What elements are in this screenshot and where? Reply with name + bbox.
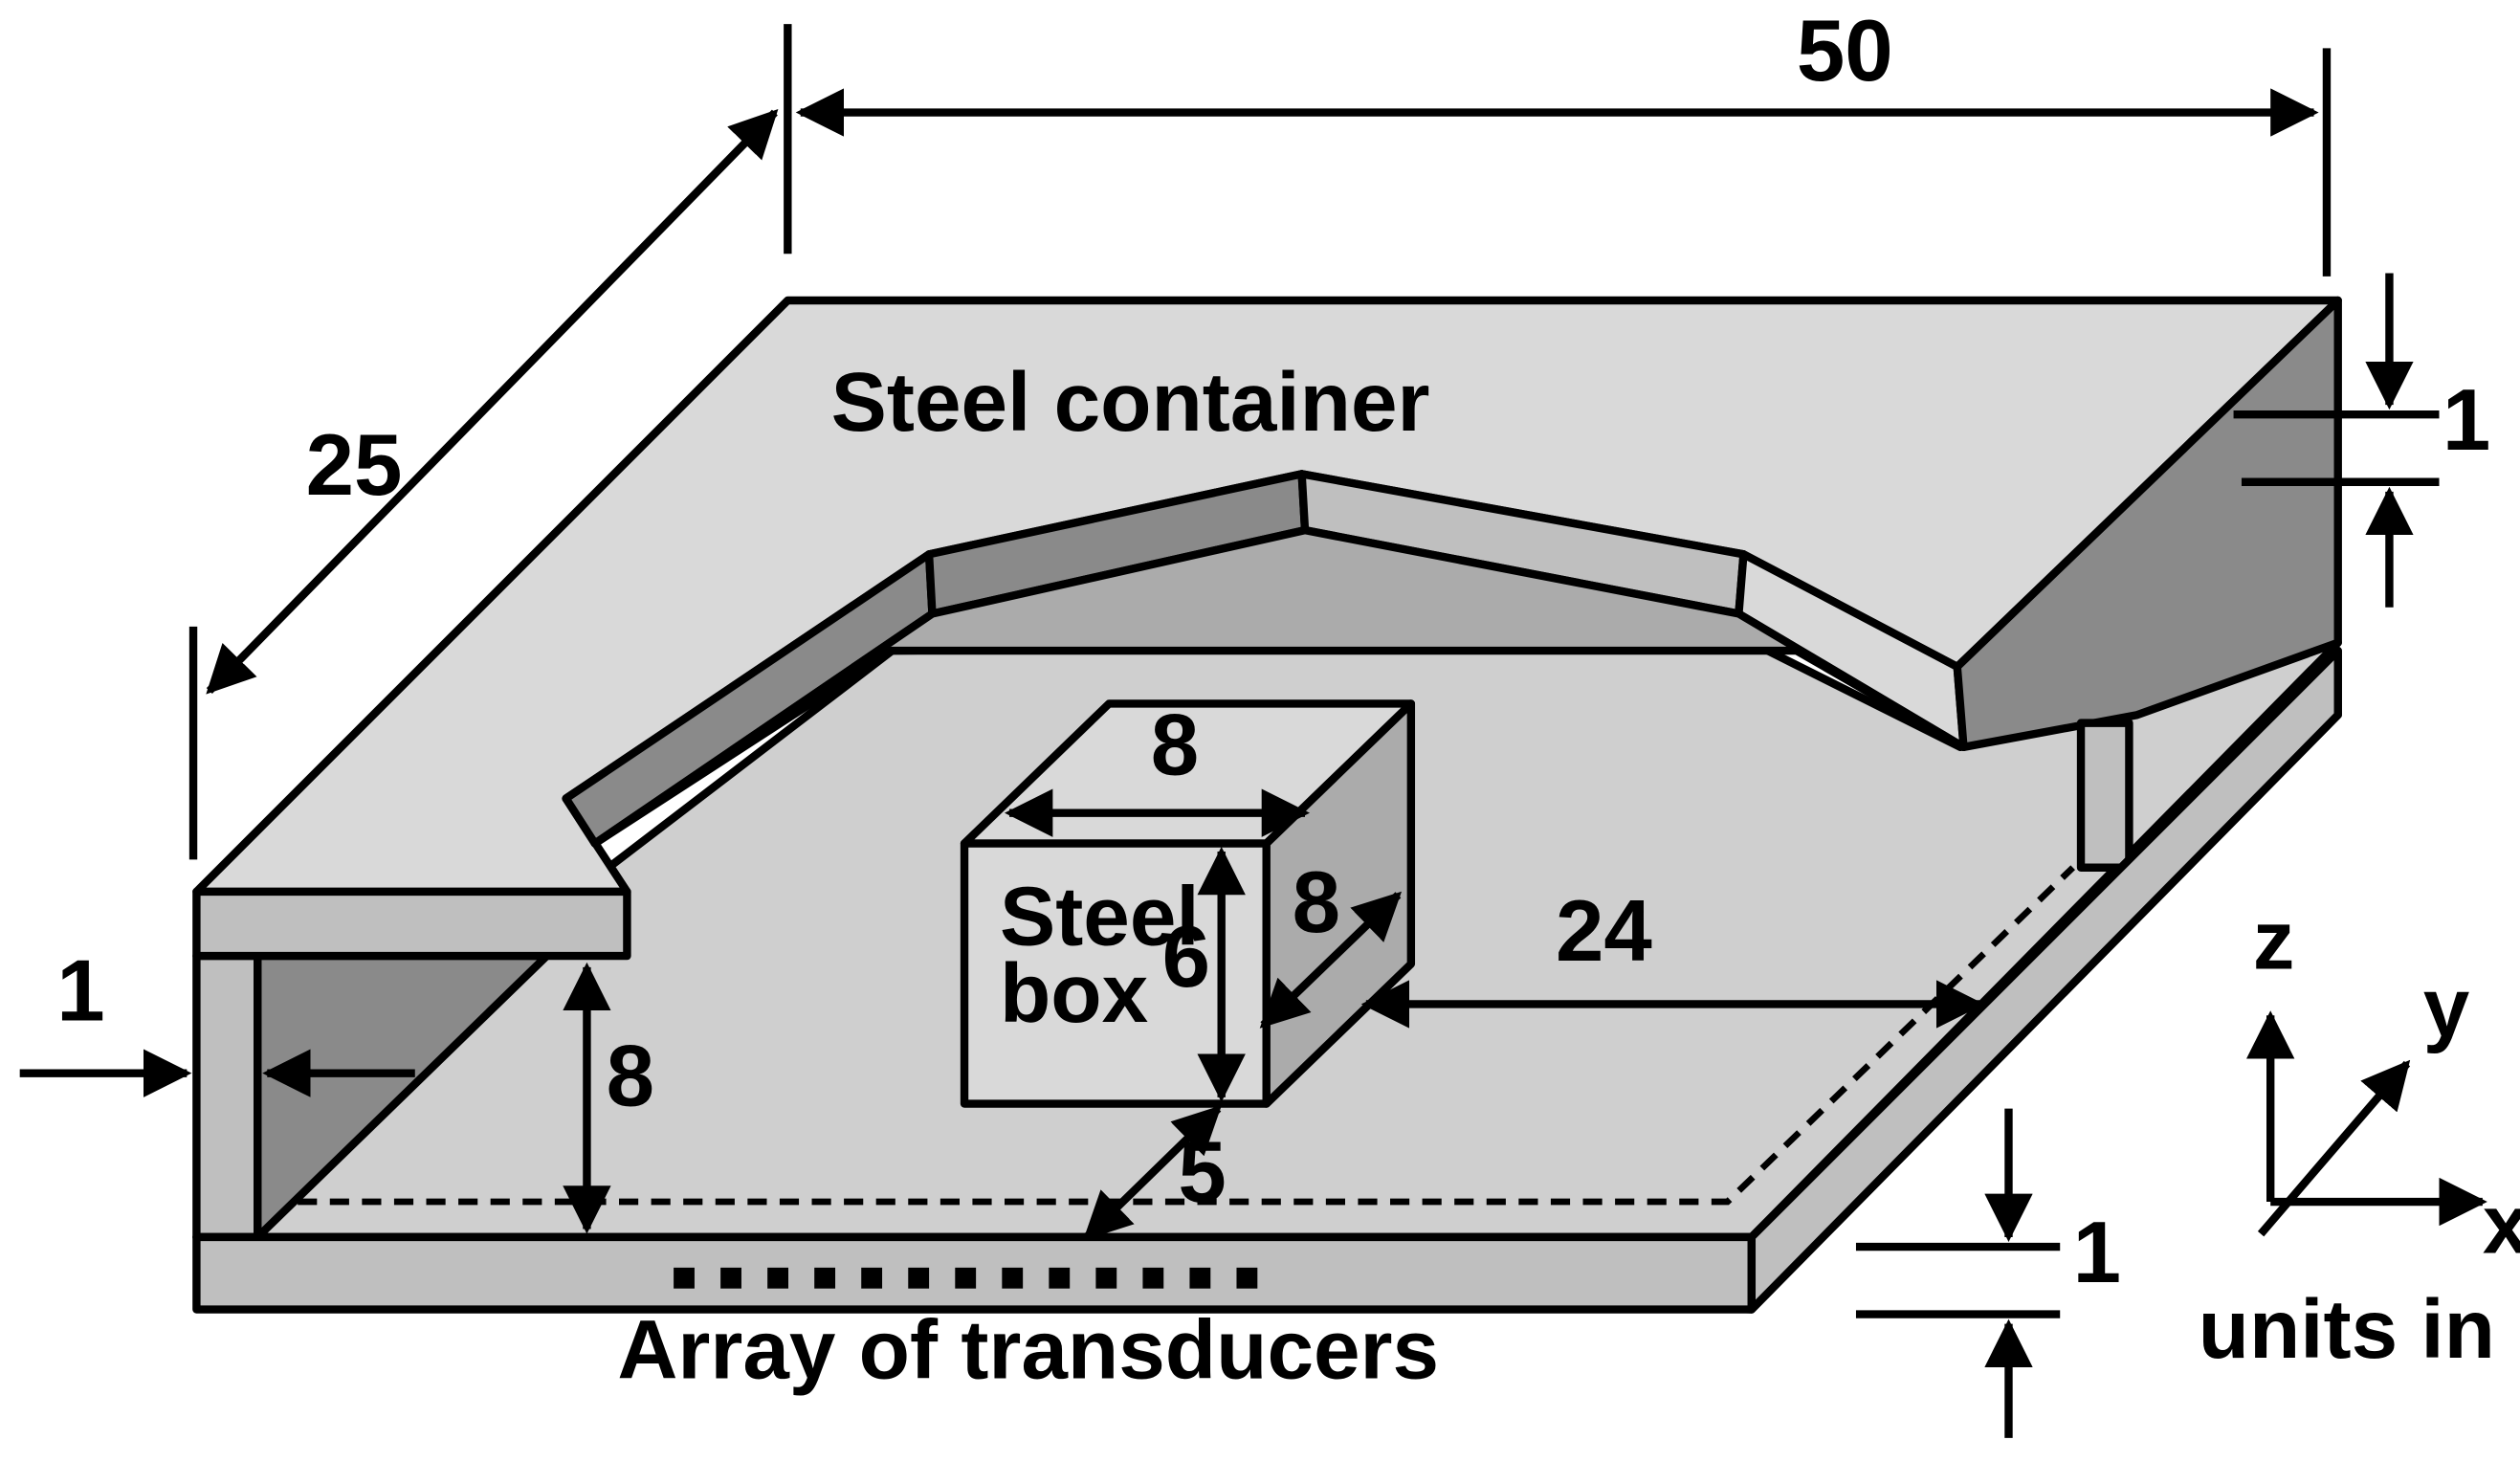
transducer-element [767, 1267, 788, 1289]
transducer-element [814, 1267, 836, 1289]
transducer-element [955, 1267, 977, 1289]
dim-label-box-height-6: 6 [1162, 909, 1210, 1006]
label-units: units in cm [2199, 1282, 2520, 1376]
bottom-plate-side [1747, 646, 2342, 1314]
dim-label-box-depth-8: 8 [1293, 854, 1340, 951]
back-wall-face [590, 525, 1968, 848]
transducer-element [1142, 1267, 1164, 1289]
dim-box-array-line [1083, 1105, 1222, 1241]
dim-label-box-width-8: 8 [1151, 697, 1199, 793]
transducer-element [1095, 1267, 1117, 1289]
axis-x-label: x [2483, 1178, 2520, 1272]
transducer-element [908, 1267, 930, 1289]
top-deck-front-edge [192, 887, 631, 961]
axis-z-label: z [2253, 894, 2295, 987]
axis-y-line [2257, 1059, 2411, 1237]
dim-label-box-array-5: 5 [1178, 1124, 1226, 1221]
dim-label-box-wall-24: 24 [1556, 883, 1652, 980]
floor-dashed-outline [298, 865, 2075, 1206]
label-steel-container: Steel container [831, 355, 1430, 449]
dim-label-height-8: 8 [607, 1028, 654, 1124]
label-array-of-transducers: Array of transducers [617, 1303, 1439, 1397]
dim-label-top-1: 1 [2443, 372, 2490, 469]
dim-box-depth-line [1259, 891, 1403, 1029]
transducer-element [861, 1267, 883, 1289]
right-post [2076, 719, 2133, 872]
left-wall-front-edge [192, 951, 262, 1242]
label-steel-box-line1: Steel [1000, 869, 1200, 963]
axis-y-label: y [2423, 961, 2470, 1054]
label-steel-box-line2: box [1000, 946, 1148, 1040]
dim-label-bottom-1: 1 [2073, 1205, 2121, 1301]
dim-label-50: 50 [1797, 3, 1893, 100]
dim-25-line [206, 108, 779, 695]
transducer-element [1236, 1267, 1258, 1289]
transducer-element [720, 1267, 741, 1289]
dim-label-wall-1: 1 [56, 942, 104, 1039]
transducer-array [674, 1267, 1258, 1289]
transducer-element [1049, 1267, 1071, 1289]
transducer-element [1189, 1267, 1211, 1289]
transducer-element [674, 1267, 695, 1289]
transducer-element [1002, 1267, 1024, 1289]
dim-label-25: 25 [306, 417, 403, 514]
